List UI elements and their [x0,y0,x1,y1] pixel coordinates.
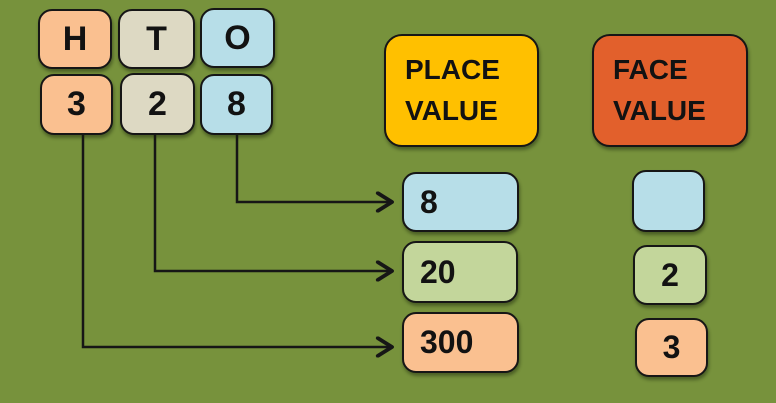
face-value-item-ones [632,170,705,232]
face-value-header-label: FACE VALUE [613,53,706,126]
face-value-hundreds: 3 [662,329,681,365]
digit-hundreds: 3 [67,85,86,123]
column-header-ones: O [200,8,275,68]
face-value-item-hundreds: 3 [635,318,708,377]
arrow-ones-to-8 [235,135,392,202]
face-value-header: FACE VALUE [592,34,748,147]
place-value-header: PLACE VALUE [384,34,539,147]
place-value-header-label: PLACE VALUE [405,53,500,126]
column-header-hundreds: H [38,9,112,69]
place-value-item-ones: 8 [402,172,519,232]
place-value-hundreds: 300 [420,324,474,360]
digit-ones: 8 [227,85,246,123]
place-value-ones: 8 [420,183,438,220]
place-value-item-hundreds: 300 [402,312,519,373]
place-value-tens: 20 [420,253,456,290]
face-value-item-tens: 2 [633,245,707,305]
arrow-tens-to-20 [153,133,392,271]
column-header-tens: T [118,9,195,69]
face-value-tens: 2 [661,256,679,293]
digit-box-hundreds: 3 [40,74,113,135]
column-header-ones-label: O [224,18,251,57]
column-header-hundreds-label: H [62,19,88,58]
digit-tens: 2 [148,84,167,123]
arrow-hundreds-to-300 [81,135,392,347]
digit-box-ones: 8 [200,74,273,135]
place-value-item-tens: 20 [402,241,518,303]
digit-box-tens: 2 [120,73,195,135]
column-header-tens-label: T [146,19,167,58]
